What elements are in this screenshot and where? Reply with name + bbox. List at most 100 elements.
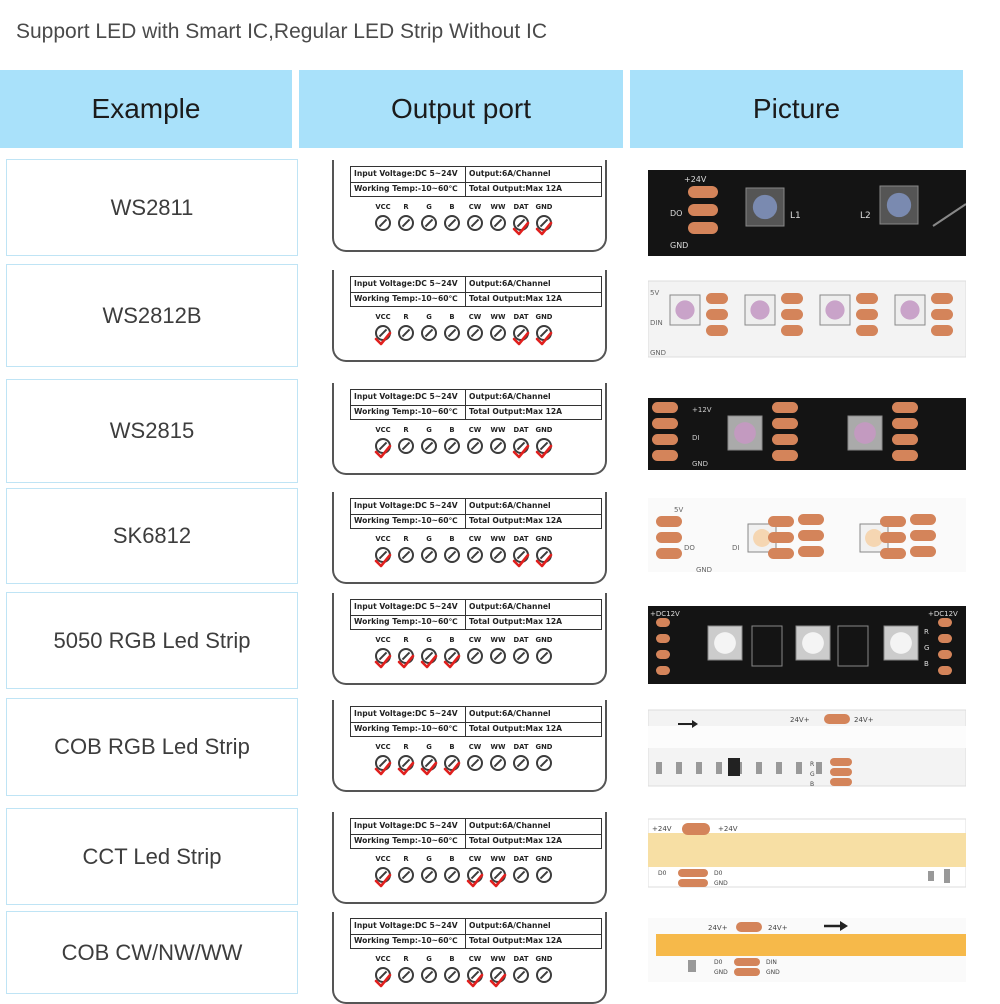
header-output-port: Output port	[299, 70, 623, 148]
terminal-label: CW	[468, 855, 482, 863]
terminal-label: VCC	[375, 743, 391, 751]
solder-pad	[824, 714, 850, 724]
terminal-vcc: VCC	[372, 955, 394, 988]
screw-terminal-icon	[490, 648, 506, 664]
working-temp-text: Working Temp:-10~60℃	[354, 617, 458, 626]
led-chip	[859, 523, 889, 553]
terminal-b: B	[441, 313, 463, 341]
strip-label: 5V	[674, 506, 683, 514]
terminal-label: R	[403, 855, 409, 863]
solder-pad	[781, 293, 803, 304]
strip-label: GND	[670, 241, 688, 250]
checkmark-icon	[512, 444, 530, 459]
terminal-label: WW	[490, 955, 506, 963]
terminal-label: DAT	[513, 426, 529, 434]
solder-pad	[781, 325, 803, 336]
strip-label: +24V	[718, 825, 738, 833]
input-voltage-text: Input Voltage:DC 5~24V	[354, 279, 458, 288]
solder-pad	[798, 530, 824, 541]
led-chip	[727, 415, 763, 451]
strip-label: GND	[714, 969, 728, 976]
input-voltage-text: Input Voltage:DC 5~24V	[354, 821, 458, 830]
screw-terminal-icon	[536, 867, 552, 883]
terminal-dat: DAT	[510, 535, 532, 568]
output-text: Output:6A/Channel	[469, 279, 551, 288]
strip-label: +DC12V	[650, 610, 680, 618]
working-temp-text: Working Temp:-10~60℃	[354, 724, 458, 733]
terminal-b: B	[441, 203, 463, 231]
terminal-label: CW	[468, 743, 482, 751]
strip-label: DI	[732, 544, 739, 552]
terminal-g: G	[418, 535, 440, 563]
terminal-cw: CW	[464, 636, 486, 664]
terminal-gnd: GND	[533, 636, 555, 664]
terminal-label: GND	[535, 743, 553, 751]
example-name: COB CW/NW/WW	[6, 911, 298, 994]
solder-pad	[772, 450, 798, 461]
strip-label: 5V	[650, 289, 659, 297]
terminal-label: WW	[490, 313, 506, 321]
terminal-r: R	[395, 855, 417, 883]
terminal-label: G	[426, 313, 432, 321]
total-output-text: Total Output:Max 12A	[469, 184, 563, 193]
output-text: Output:6A/Channel	[469, 169, 551, 178]
strip-label: D0	[714, 959, 723, 966]
led-chip	[669, 294, 701, 326]
screw-terminal-icon	[398, 325, 414, 341]
strip-label: +12V	[692, 406, 712, 414]
solder-pad	[734, 968, 760, 976]
terminal-cw: CW	[464, 855, 486, 888]
input-voltage-text: Input Voltage:DC 5~24V	[354, 602, 458, 611]
led-chip	[744, 294, 776, 326]
terminal-vcc: VCC	[372, 426, 394, 459]
terminal-b: B	[441, 636, 463, 669]
terminal-vcc: VCC	[372, 203, 394, 231]
checkmark-icon	[374, 444, 392, 459]
strip-label: R	[924, 628, 929, 636]
terminal-label: CW	[468, 203, 482, 211]
screw-terminal-icon	[398, 867, 414, 883]
screw-terminal-icon	[490, 755, 506, 771]
solder-pad	[798, 546, 824, 557]
screw-terminal-icon	[513, 755, 529, 771]
strip-label: DIN	[650, 319, 663, 327]
terminal-label: GND	[535, 535, 553, 543]
solder-pad	[768, 516, 794, 527]
solder-pad	[652, 402, 678, 413]
led-chip	[883, 625, 919, 661]
solder-pad	[910, 546, 936, 557]
checkmark-icon	[397, 761, 415, 776]
terminal-label: R	[403, 955, 409, 963]
terminal-label: GND	[535, 636, 553, 644]
terminal-cw: CW	[464, 426, 486, 454]
strip-label: +DC12V	[928, 610, 958, 618]
checkmark-icon	[512, 331, 530, 346]
solder-pad	[688, 186, 718, 198]
terminal-ww: WW	[487, 743, 509, 771]
terminal-ww: WW	[487, 535, 509, 563]
working-temp-text: Working Temp:-10~60℃	[354, 936, 458, 945]
terminal-vcc: VCC	[372, 313, 394, 346]
strip-label: G	[810, 771, 815, 778]
terminal-label: DAT	[513, 855, 529, 863]
output-text: Output:6A/Channel	[469, 921, 551, 930]
screw-terminal-icon	[398, 215, 414, 231]
terminal-label: R	[403, 535, 409, 543]
terminal-label: CW	[468, 426, 482, 434]
solder-pad	[688, 204, 718, 216]
strip-label: DI	[692, 434, 699, 442]
screw-terminal-icon	[444, 547, 460, 563]
checkmark-icon	[374, 761, 392, 776]
screw-terminal-icon	[398, 438, 414, 454]
terminal-label: VCC	[375, 636, 391, 644]
